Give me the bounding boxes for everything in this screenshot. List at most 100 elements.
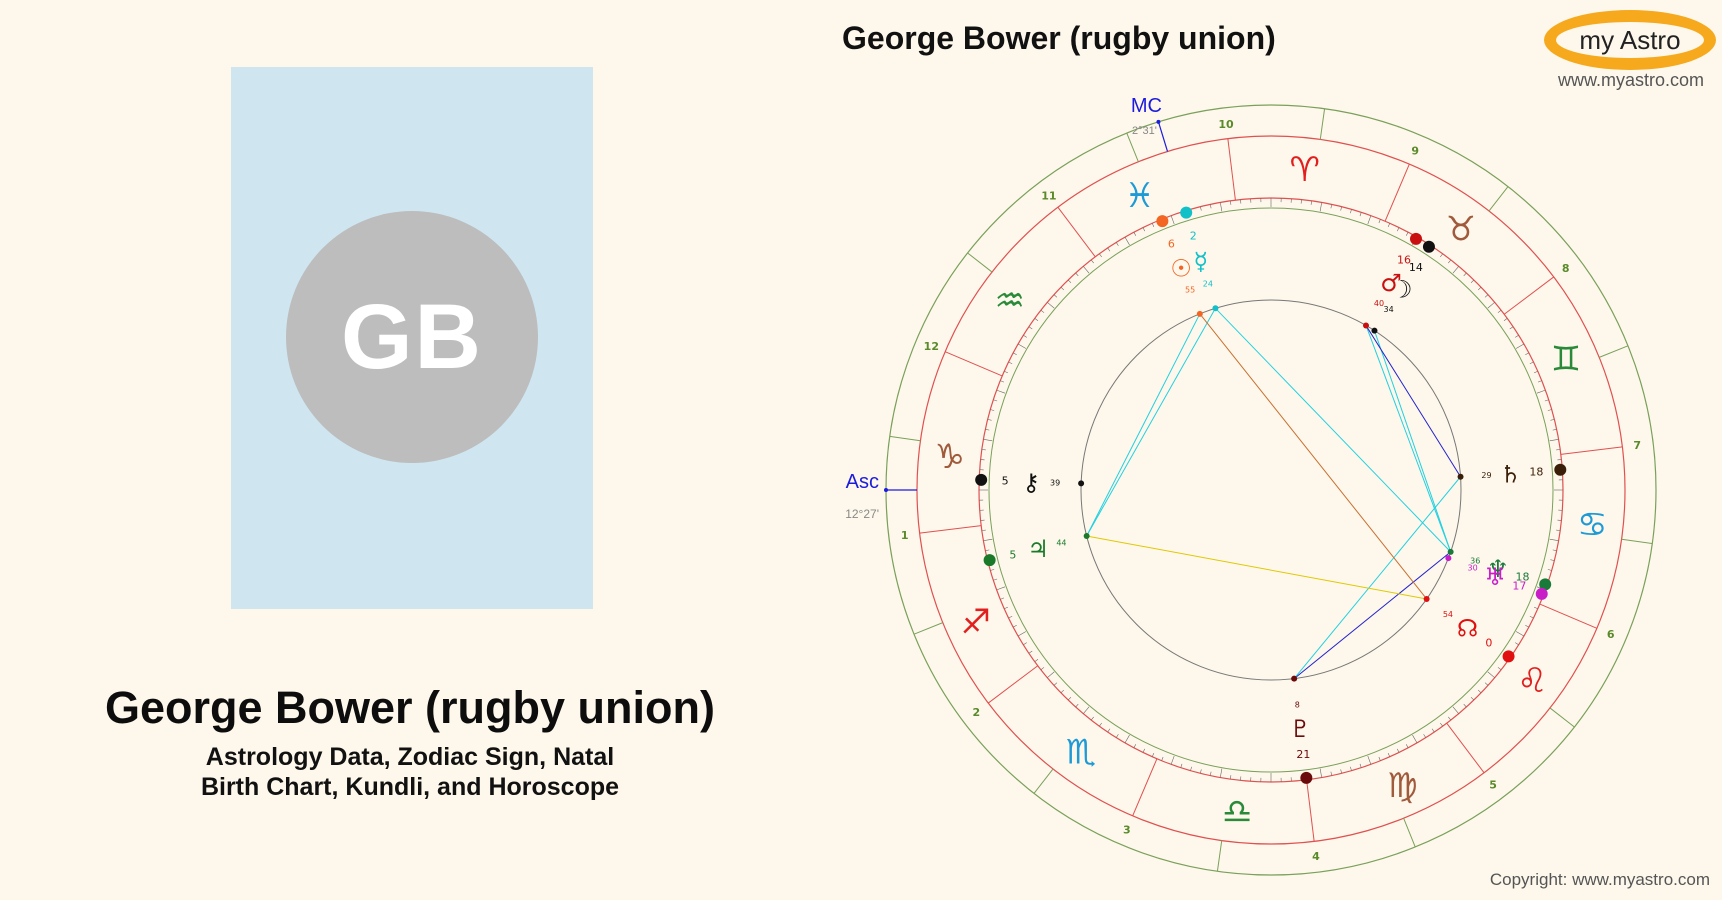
degree-tick: [1000, 597, 1005, 600]
degree-tick: [1124, 236, 1130, 246]
degree-tick: [1509, 326, 1514, 330]
house-cusp-outer: [1126, 132, 1139, 162]
degree-tick: [1463, 272, 1467, 277]
uranus-aspect-point: [1445, 555, 1452, 562]
sign-divider: [1560, 446, 1623, 455]
aspect-mercury-jupiter: [1086, 308, 1216, 537]
mars-glyph: ♂: [1380, 269, 1402, 297]
planet-markers: 6☉552☿2416♂4014☽3418♄2918♆3617♅300☊5421♇…: [975, 206, 1567, 784]
chiron-minute: 39: [1050, 478, 1060, 487]
sign-divider: [919, 525, 982, 534]
degree-tick: [996, 389, 1006, 394]
degree-tick: [985, 428, 990, 431]
virgo-sign: ♍: [1387, 766, 1417, 806]
aries-sign: ♈: [1290, 150, 1320, 190]
degree-tick: [1151, 752, 1155, 757]
degree-tick: [1090, 716, 1094, 721]
site-url-link[interactable]: www.myastro.com: [1557, 70, 1704, 90]
logo-ring: [1556, 22, 1704, 58]
house-cusp-outer: [1488, 186, 1509, 212]
page-subtitle: Astrology Data, Zodiac Sign, Natal Birth…: [120, 742, 700, 802]
degree-tick: [1053, 294, 1058, 298]
jupiter-glyph: ♃: [1027, 535, 1049, 563]
degree-tick: [1497, 667, 1502, 671]
chart-panel: George Bower (rugby union) my Astro www.…: [820, 0, 1722, 900]
degree-tick: [1090, 259, 1094, 264]
moon-minute: 34: [1384, 305, 1394, 314]
saturn-marker: [1554, 463, 1567, 476]
uranus-marker: [1535, 587, 1548, 600]
north-node-minute: 54: [1443, 610, 1453, 619]
degree-tick: [1107, 247, 1111, 252]
degree-tick: [1319, 768, 1323, 778]
myastro-logo[interactable]: my Astro: [1544, 10, 1716, 70]
degree-tick: [1200, 769, 1202, 774]
degree-tick: [1040, 309, 1045, 313]
sign-divider: [987, 665, 1039, 704]
degree-tick: [981, 449, 986, 451]
aspect-mars-neptune: [1365, 325, 1452, 553]
neptune-aspect-point: [1447, 548, 1454, 555]
degree-tick: [1124, 734, 1130, 744]
sign-divider: [1227, 138, 1236, 201]
degree-tick: [1556, 529, 1561, 531]
degree-tick: [1330, 204, 1333, 209]
degree-tick: [1497, 309, 1502, 313]
degree-tick: [1099, 722, 1102, 727]
degree-tick: [1350, 209, 1352, 214]
degree-tick: [983, 538, 993, 542]
degree-tick: [1515, 642, 1519, 645]
degree-tick: [993, 399, 998, 402]
degree-tick: [990, 409, 995, 411]
degree-tick: [1330, 771, 1333, 776]
saturn-glyph: ♄: [1500, 460, 1522, 488]
degree-tick: [1028, 650, 1033, 654]
degree-tick: [1367, 215, 1372, 225]
degree-tick: [996, 586, 1006, 591]
saturn-aspect-point: [1457, 473, 1464, 480]
degree-tick: [1549, 438, 1559, 442]
house-number-5: 5: [1489, 779, 1497, 792]
house-number-3: 3: [1123, 824, 1131, 837]
degree-tick: [985, 549, 990, 552]
degree-tick: [1060, 689, 1065, 694]
degree-tick: [1477, 689, 1482, 694]
house-number-9: 9: [1411, 144, 1419, 157]
subtitle-line-1: Astrology Data, Zodiac Sign, Natal: [205, 743, 615, 771]
jupiter-degree: 5: [1009, 548, 1016, 561]
house-number-12: 12: [924, 340, 939, 353]
leo-sign: ♌: [1517, 661, 1547, 701]
degree-tick: [1440, 253, 1443, 258]
degree-tick: [1075, 272, 1079, 277]
degree-tick: [1537, 380, 1542, 383]
degree-tick: [1075, 703, 1079, 708]
copyright-text: Copyright: www.myastro.com: [1489, 870, 1710, 889]
house-cusp-outer: [1621, 538, 1653, 545]
degree-tick: [993, 578, 998, 581]
sign-divider: [1539, 603, 1598, 629]
degree-tick: [1484, 294, 1489, 298]
degree-tick: [1107, 728, 1111, 733]
degree-tick: [1028, 326, 1033, 330]
degree-tick: [1552, 428, 1557, 431]
mc-point: [1156, 119, 1161, 124]
degree-tick: [1151, 223, 1155, 228]
degree-tick: [1550, 559, 1555, 561]
degree-tick: [981, 529, 986, 531]
chiron-glyph: ⚷: [1022, 469, 1040, 497]
degree-tick: [1133, 232, 1137, 236]
degree-tick: [1034, 659, 1039, 662]
house-number-4: 4: [1312, 850, 1320, 863]
mc-line: [1157, 121, 1169, 152]
sun-aspect-point: [1196, 310, 1203, 317]
taurus-sign: ♉: [1446, 210, 1476, 250]
mercury-aspect-point: [1212, 305, 1219, 312]
sign-divider: [1446, 722, 1485, 774]
mercury-marker: [1180, 206, 1193, 219]
sun-marker: [1156, 215, 1169, 228]
degree-tick: [1083, 706, 1090, 714]
gemini-sign: ♊: [1551, 340, 1581, 380]
degree-tick: [1200, 206, 1202, 211]
chiron-degree: 5: [1002, 475, 1009, 488]
